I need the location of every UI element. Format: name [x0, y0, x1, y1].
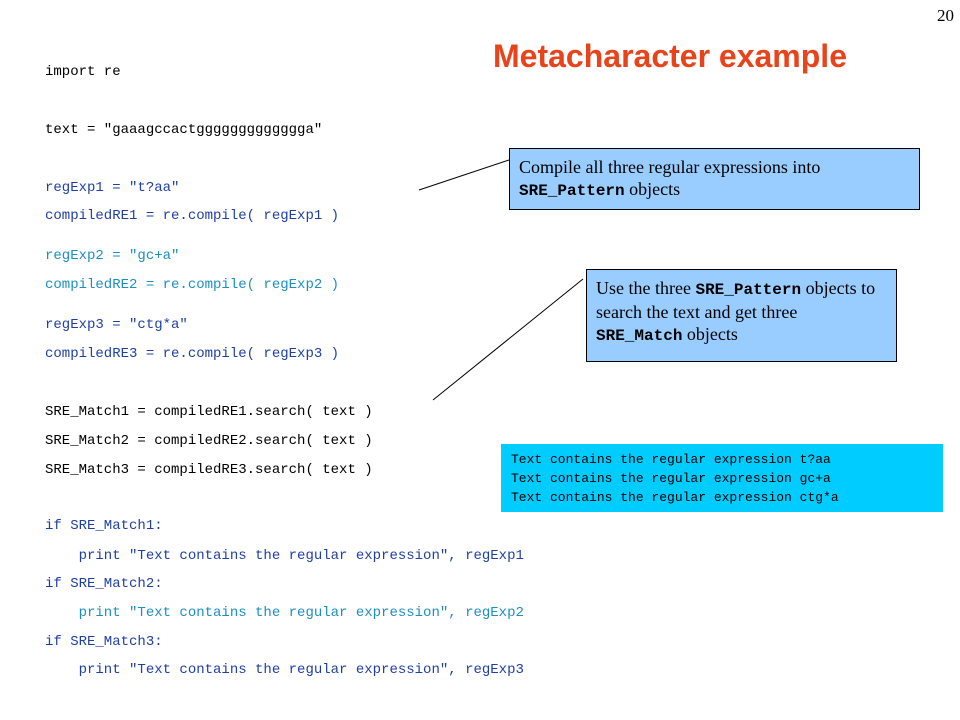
- output-line: Text contains the regular expression ctg…: [511, 490, 839, 505]
- sre-pattern-code: SRE_Pattern: [519, 182, 625, 200]
- output-line: Text contains the regular expression gc+…: [511, 471, 831, 486]
- code-line: if SRE_Match3:: [45, 634, 163, 650]
- search-callout-text: Use the three: [596, 278, 696, 298]
- sre-pattern-code: SRE_Pattern: [695, 281, 802, 299]
- compile-callout-text-end: objects: [624, 179, 681, 199]
- compile-callout-pointer: [418, 159, 510, 191]
- code-line: text = "gaaagccactggggggggggggga": [45, 122, 323, 138]
- slide-title: Metacharacter example: [493, 38, 847, 74]
- program-output-box: Text contains the regular expression t?a…: [501, 444, 943, 512]
- code-line: regExp1 = "t?aa": [45, 180, 180, 196]
- sre-match-code: SRE_Match: [596, 327, 683, 345]
- code-line: import re: [45, 64, 121, 80]
- code-line: print "Text contains the regular express…: [45, 662, 524, 678]
- code-line: regExp3 = "ctg*a": [45, 317, 188, 333]
- code-line: SRE_Match1 = compiledRE1.search( text ): [45, 404, 373, 420]
- code-line: print "Text contains the regular express…: [45, 605, 524, 621]
- code-line: compiledRE2 = re.compile( regExp2 ): [45, 277, 340, 293]
- code-line: if SRE_Match1:: [45, 518, 163, 534]
- search-callout-text-middle: objects to search the text and get three: [596, 278, 876, 322]
- code-line: compiledRE1 = re.compile( regExp1 ): [45, 208, 340, 224]
- code-line: compiledRE3 = re.compile( regExp3 ): [45, 346, 340, 362]
- code-line: SRE_Match3 = compiledRE3.search( text ): [45, 462, 373, 478]
- compile-callout: Compile all three regular expressions in…: [509, 148, 920, 210]
- search-callout: Use the three SRE_Pattern objects to sea…: [586, 269, 897, 362]
- code-line: if SRE_Match2:: [45, 576, 163, 592]
- search-callout-text-end: objects: [682, 324, 738, 344]
- code-line: regExp2 = "gc+a": [45, 248, 180, 264]
- page-number: 20: [937, 6, 954, 25]
- code-line: SRE_Match2 = compiledRE2.search( text ): [45, 433, 373, 449]
- compile-callout-text: Compile all three regular expressions in…: [519, 157, 821, 177]
- search-callout-pointer: [432, 278, 584, 401]
- output-line: Text contains the regular expression t?a…: [511, 452, 831, 467]
- code-line: print "Text contains the regular express…: [45, 548, 524, 564]
